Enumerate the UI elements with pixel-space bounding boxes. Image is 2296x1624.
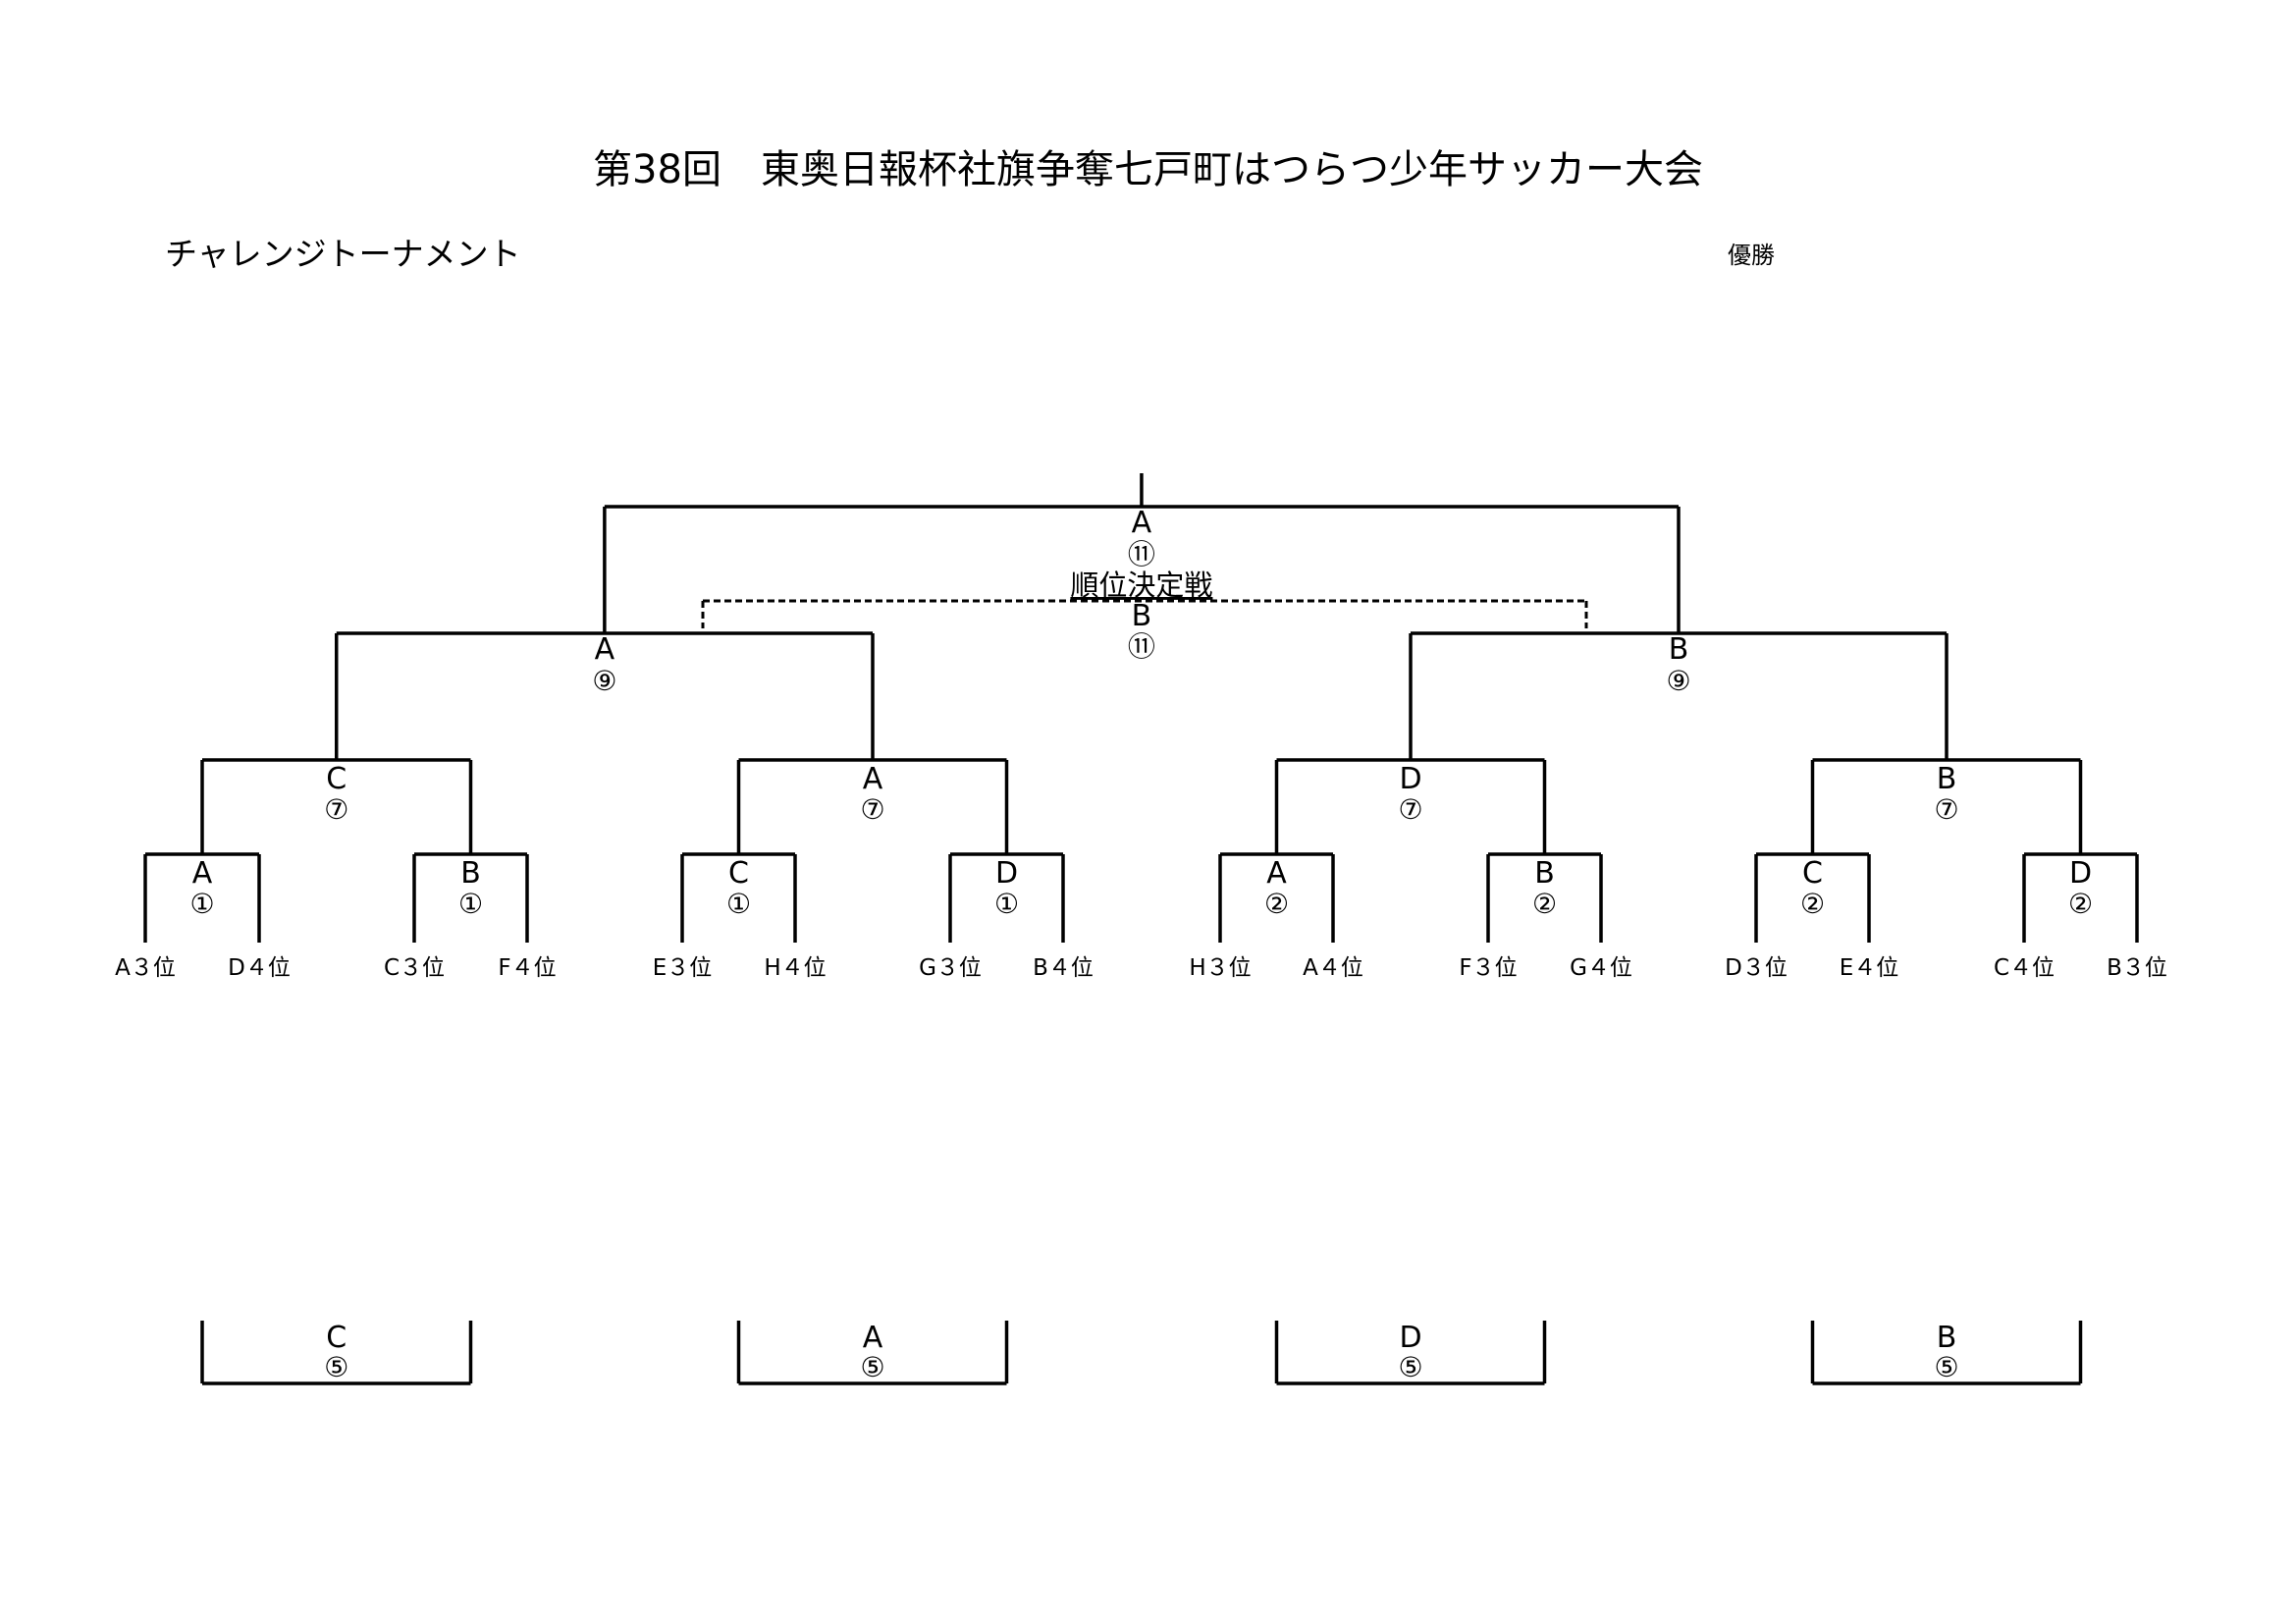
- quarterfinal-court-2: A: [863, 762, 883, 796]
- team-slot-2: D４位: [228, 955, 291, 981]
- final-match-number: ⑪: [1128, 538, 1155, 570]
- third-place-court: B: [1132, 599, 1152, 633]
- third-place-match-number: ⑪: [1128, 630, 1155, 663]
- quarterfinal-court-1: C: [326, 762, 347, 796]
- quarterfinal-match-number-4: ⑦: [1934, 793, 1958, 826]
- first-round-match-number-3: ①: [726, 888, 751, 920]
- first-round-court-7: C: [1802, 856, 1823, 891]
- team-slot-3: C３位: [384, 955, 445, 981]
- first-round-court-5: A: [1266, 856, 1287, 891]
- consolation-match-number-2: ⑤: [860, 1351, 884, 1383]
- team-slot-15: C４位: [1994, 955, 2055, 981]
- page-title: 第38回 東奥日報杯社旗争奪七戸町はつらつ少年サッカー大会: [593, 147, 1703, 192]
- semifinal-match-number-1: ⑨: [592, 665, 616, 697]
- team-slot-11: F３位: [1459, 955, 1517, 981]
- first-round-match-number-1: ①: [189, 888, 214, 920]
- semifinal-court-2: B: [1669, 632, 1689, 667]
- first-round-court-2: B: [460, 856, 481, 891]
- team-slot-5: E３位: [653, 955, 713, 981]
- consolation-court-3: D: [1399, 1321, 1421, 1355]
- team-slot-8: B４位: [1033, 955, 1094, 981]
- consolation-court-4: B: [1937, 1321, 1957, 1355]
- team-slot-7: G３位: [919, 955, 982, 981]
- first-round-match-number-5: ②: [1264, 888, 1289, 920]
- consolation-court-1: C: [326, 1321, 347, 1355]
- team-slot-16: B３位: [2107, 955, 2167, 981]
- quarterfinal-match-number-3: ⑦: [1398, 793, 1422, 826]
- champion-label: 優勝: [1728, 242, 1775, 269]
- first-round-court-8: D: [2069, 856, 2092, 891]
- team-slot-13: D３位: [1725, 955, 1788, 981]
- quarterfinal-match-number-2: ⑦: [860, 793, 884, 826]
- consolation-match-number-3: ⑤: [1398, 1351, 1422, 1383]
- first-round-court-4: D: [995, 856, 1018, 891]
- team-slot-12: G４位: [1570, 955, 1632, 981]
- team-slot-4: F４位: [498, 955, 556, 981]
- consolation-match-number-4: ⑤: [1934, 1351, 1958, 1383]
- team-slot-14: E４位: [1840, 955, 1899, 981]
- first-round-match-number-4: ①: [994, 888, 1019, 920]
- quarterfinal-court-4: B: [1937, 762, 1957, 796]
- consolation-court-2: A: [863, 1321, 883, 1355]
- first-round-court-6: B: [1534, 856, 1555, 891]
- team-slot-10: A４位: [1303, 955, 1363, 981]
- consolation-match-number-1: ⑤: [324, 1351, 348, 1383]
- team-slot-9: H３位: [1189, 955, 1251, 981]
- quarterfinal-match-number-1: ⑦: [324, 793, 348, 826]
- semifinal-match-number-2: ⑨: [1666, 665, 1690, 697]
- first-round-match-number-2: ①: [458, 888, 483, 920]
- first-round-court-1: A: [192, 856, 213, 891]
- first-round-court-3: C: [728, 856, 749, 891]
- first-round-match-number-8: ②: [2068, 888, 2093, 920]
- quarterfinal-court-3: D: [1399, 762, 1421, 796]
- first-round-match-number-6: ②: [1532, 888, 1557, 920]
- tournament-subtitle: チャレンジトーナメント: [165, 235, 521, 273]
- semifinal-court-1: A: [595, 632, 615, 667]
- team-slot-6: H４位: [764, 955, 826, 981]
- first-round-match-number-7: ②: [1800, 888, 1825, 920]
- team-slot-1: A３位: [115, 955, 176, 981]
- third-place-label: 順位決定戦: [1070, 568, 1212, 602]
- final-court: A: [1132, 506, 1152, 540]
